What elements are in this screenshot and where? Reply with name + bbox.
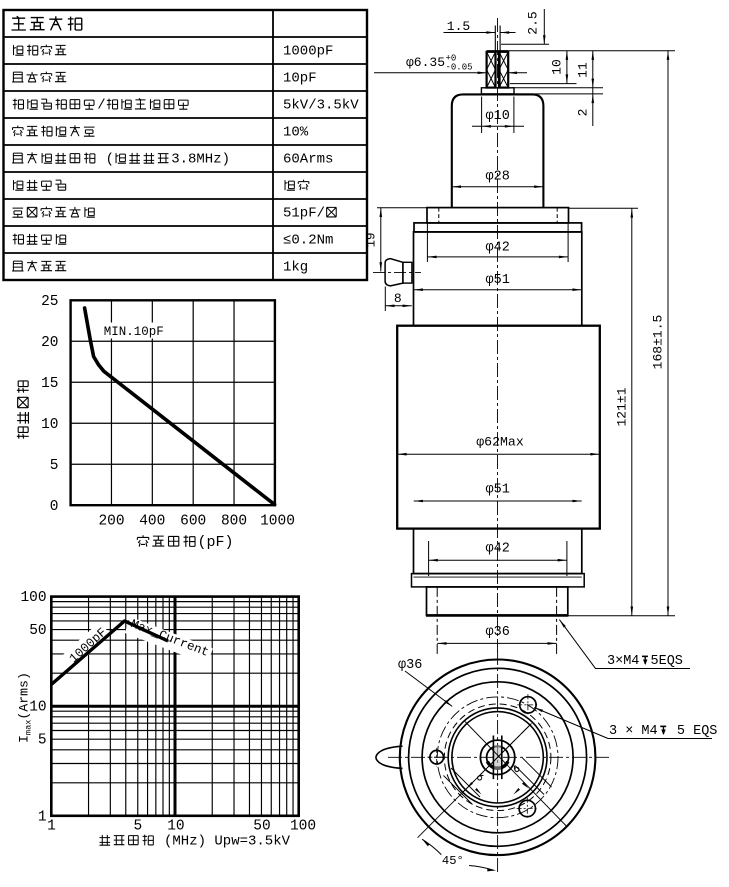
svg-text:2.5: 2.5 — [526, 11, 541, 34]
svg-text:3×M4: 3×M4 — [607, 654, 639, 669]
svg-text:25: 25 — [41, 294, 58, 310]
svg-text:50: 50 — [29, 623, 46, 639]
svg-text:(: ( — [97, 152, 114, 168]
svg-text:φ36: φ36 — [398, 658, 422, 673]
svg-text:1: 1 — [38, 809, 47, 825]
svg-text:1.5: 1.5 — [447, 19, 470, 34]
svg-text:3 × M4: 3 × M4 — [609, 724, 658, 739]
svg-text:10pF: 10pF — [283, 71, 317, 87]
svg-text:1: 1 — [47, 819, 56, 835]
svg-text:20: 20 — [41, 335, 58, 351]
svg-text:60Arms: 60Arms — [283, 152, 333, 168]
svg-text:-0.05: -0.05 — [446, 63, 473, 73]
svg-text:19: 19 — [365, 232, 379, 247]
svg-text:1000pF: 1000pF — [283, 44, 333, 60]
svg-text:100: 100 — [20, 590, 46, 606]
svg-text:168±1.5: 168±1.5 — [651, 315, 666, 370]
svg-text:MIN.10pF: MIN.10pF — [104, 325, 164, 339]
svg-text:15: 15 — [41, 376, 58, 392]
svg-text:600: 600 — [180, 514, 206, 530]
svg-text:10%: 10% — [283, 125, 309, 141]
svg-text:5kV/3.5kV: 5kV/3.5kV — [283, 98, 359, 114]
svg-text:φ51: φ51 — [486, 273, 510, 288]
svg-text:5EQS: 5EQS — [651, 654, 683, 669]
svg-text:φ28: φ28 — [486, 170, 510, 185]
svg-text:400: 400 — [139, 514, 165, 530]
svg-text:+0: +0 — [446, 54, 457, 64]
svg-text:8: 8 — [394, 291, 402, 306]
svg-text:/: / — [97, 98, 105, 114]
svg-text:121±1: 121±1 — [615, 387, 630, 426]
svg-text:45°: 45° — [442, 854, 464, 868]
svg-text:2: 2 — [576, 109, 591, 117]
svg-text:51pF/: 51pF/ — [283, 206, 325, 222]
svg-text:5: 5 — [38, 733, 47, 749]
svg-text:φ6.35: φ6.35 — [406, 55, 445, 70]
svg-text:1000: 1000 — [260, 514, 295, 530]
svg-text:φ36: φ36 — [486, 625, 510, 640]
svg-text:φ10: φ10 — [486, 109, 510, 124]
svg-text:3.8MHz): 3.8MHz) — [171, 152, 230, 168]
svg-text:10: 10 — [41, 417, 58, 433]
svg-text:1kg: 1kg — [283, 260, 308, 276]
svg-text:100: 100 — [290, 819, 316, 835]
svg-text:10: 10 — [550, 59, 565, 75]
svg-text:50: 50 — [253, 819, 270, 835]
svg-text:11: 11 — [576, 62, 591, 78]
svg-text:≤0.2Nm: ≤0.2Nm — [283, 233, 333, 249]
svg-text:0: 0 — [50, 499, 59, 515]
svg-text:5 EQS: 5 EQS — [669, 724, 718, 739]
svg-text:5: 5 — [134, 819, 143, 835]
svg-text:φ42: φ42 — [486, 241, 510, 256]
svg-text:φ42: φ42 — [486, 542, 510, 557]
svg-text:5: 5 — [50, 458, 59, 474]
svg-text:200: 200 — [98, 514, 124, 530]
svg-text:φ62Max: φ62Max — [476, 435, 524, 450]
svg-text:(MHz) Upw=3.5kV: (MHz) Upw=3.5kV — [156, 834, 291, 850]
svg-text:10: 10 — [167, 819, 184, 835]
svg-text:10: 10 — [29, 700, 46, 716]
svg-text:(pF): (pF) — [198, 534, 234, 551]
svg-text:800: 800 — [221, 514, 247, 530]
svg-text:φ51: φ51 — [486, 483, 510, 498]
